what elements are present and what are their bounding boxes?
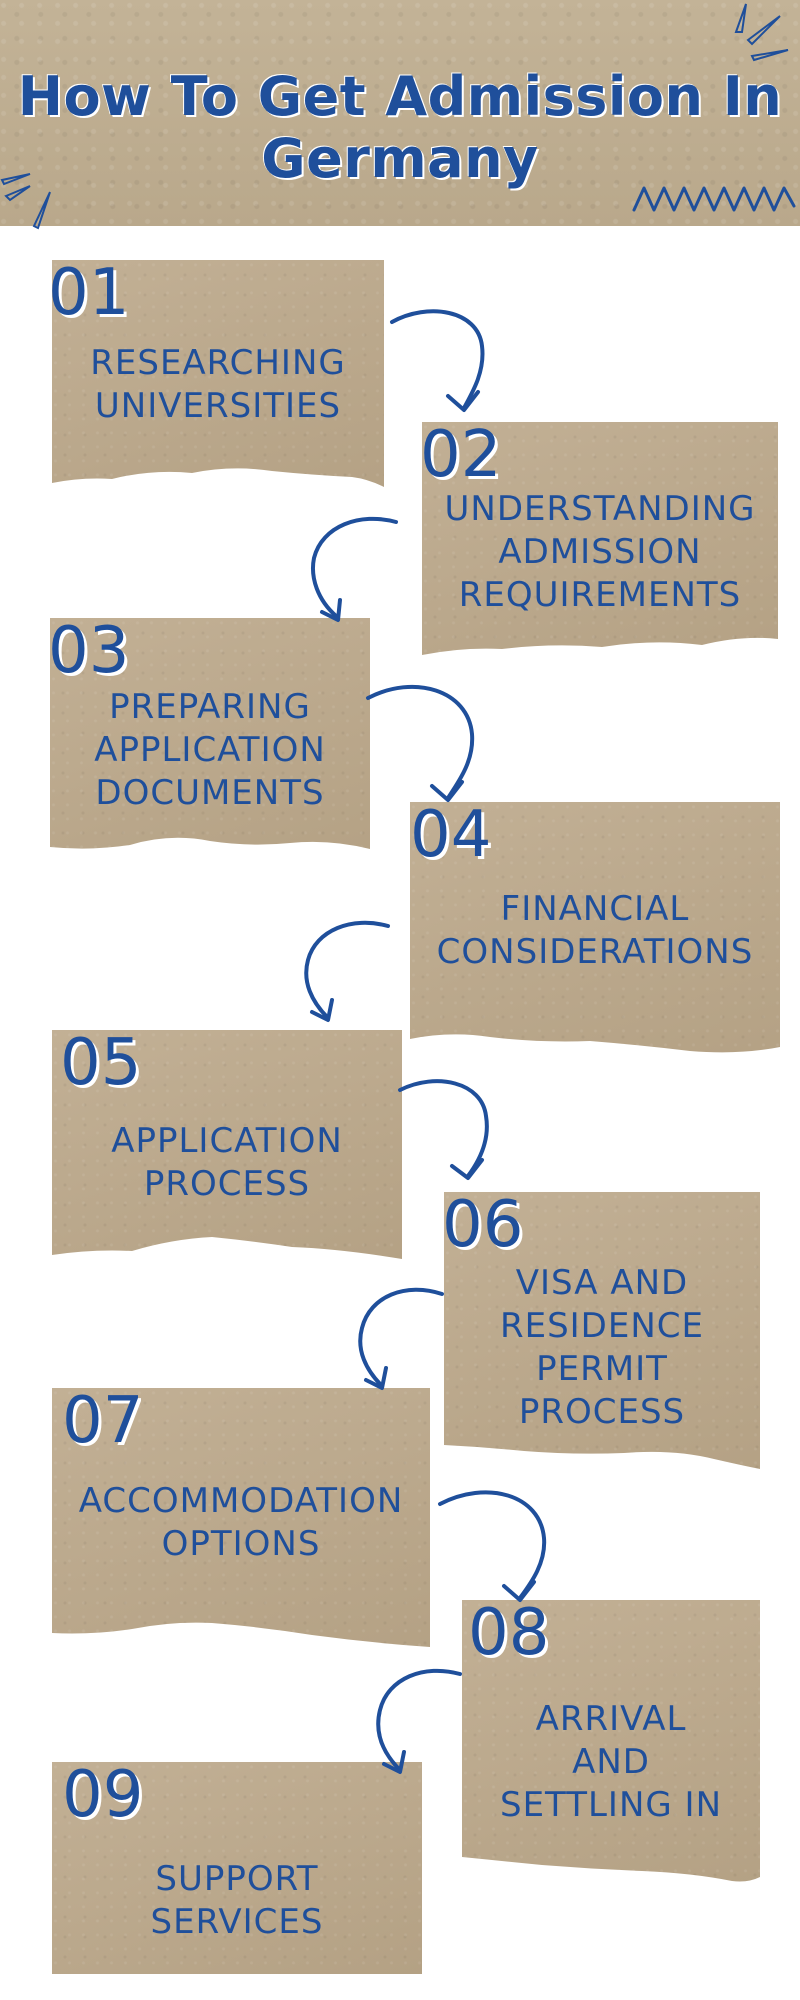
step-card-05: 05 APPLICATION PROCESS [52, 1026, 402, 1271]
step-label: PREPARING APPLICATION DOCUMENTS [50, 686, 370, 815]
step-label-line: FINANCIAL [500, 889, 690, 929]
step-card-09: 09 SUPPORT SERVICES [52, 1758, 422, 1974]
step-label-line: PROCESS [143, 1164, 311, 1204]
step-number: 04 [410, 798, 492, 872]
step-label: VISA AND RESIDENCE PERMIT PROCESS [444, 1262, 760, 1434]
step-label-line: AND [572, 1742, 650, 1782]
step-number: 02 [420, 418, 502, 492]
step-number: 06 [442, 1188, 524, 1262]
step-label-line: REQUIREMENTS [458, 575, 742, 615]
step-label: UNDERSTANDING ADMISSION REQUIREMENTS [422, 488, 778, 617]
curved-arrow-icon [398, 1079, 489, 1180]
step-label: APPLICATION PROCESS [52, 1120, 402, 1206]
step-label-line: VISA AND [515, 1263, 689, 1303]
step-label: SUPPORT SERVICES [52, 1858, 422, 1944]
step-label-line: SUPPORT [155, 1859, 319, 1899]
step-label-line: APPLICATION [111, 1121, 343, 1161]
torn-edge [50, 837, 370, 869]
step-label-line: APPLICATION [94, 730, 326, 770]
step-card-02: 02 UNDERSTANDING ADMISSION REQUIREMENTS [420, 418, 778, 663]
step-number: 03 [48, 614, 130, 688]
step-card-07: 07 ACCOMMODATION OPTIONS [52, 1384, 430, 1657]
torn-edge [52, 468, 384, 501]
page-title: How To Get Admission In Germany [0, 66, 800, 190]
step-label-line: UNDERSTANDING [444, 489, 756, 529]
torn-edge [462, 1857, 760, 1891]
step-label-line: CONSIDERATIONS [436, 932, 754, 972]
torn-edge [52, 1622, 430, 1657]
curved-arrow-icon [390, 309, 485, 412]
step-number: 08 [468, 1596, 550, 1670]
zigzag-icon [632, 186, 796, 212]
step-number: 01 [48, 256, 130, 330]
step-label-line: SERVICES [150, 1902, 324, 1942]
step-card-06: 06 VISA AND RESIDENCE PERMIT PROCESS [442, 1188, 760, 1483]
step-label: ACCOMMODATION OPTIONS [52, 1480, 430, 1566]
curved-arrow-icon [311, 516, 398, 622]
step-label-line: PREPARING [109, 687, 311, 727]
step-card-03: 03 PREPARING APPLICATION DOCUMENTS [48, 614, 370, 869]
step-label: FINANCIAL CONSIDERATIONS [410, 888, 780, 974]
curved-arrow-icon [358, 1287, 444, 1390]
curved-arrow-icon [376, 1668, 462, 1774]
decorative-strokes-icon [0, 173, 51, 230]
step-label-line: OPTIONS [161, 1524, 321, 1564]
step-label-line: PERMIT [536, 1349, 668, 1389]
step-label-line: DOCUMENTS [95, 773, 325, 813]
torn-edge [444, 1445, 760, 1483]
step-card-08: 08 ARRIVAL AND SETTLING IN [462, 1596, 760, 1891]
step-label-line: ARRIVAL [535, 1699, 687, 1739]
step-label-line: PROCESS [518, 1392, 686, 1432]
step-card-04: 04 FINANCIAL CONSIDERATIONS [410, 798, 780, 1065]
curved-arrow-icon [366, 684, 475, 802]
page-title-line-1: How To Get Admission In [17, 65, 783, 128]
step-label-line: ACCOMMODATION [78, 1481, 404, 1521]
step-number: 05 [60, 1026, 142, 1100]
torn-edge [52, 1237, 402, 1271]
step-label: RESEARCHING UNIVERSITIES [52, 342, 384, 428]
torn-edge [422, 637, 778, 663]
step-label-line: ADMISSION [498, 532, 702, 572]
page-title-line-2: Germany [261, 127, 539, 190]
step-number: 07 [62, 1384, 144, 1458]
step-label: ARRIVAL AND SETTLING IN [462, 1698, 760, 1827]
header-banner: How To Get Admission In Germany [0, 0, 800, 230]
curved-arrow-icon [438, 1490, 547, 1602]
step-label-line: SETTLING IN [499, 1785, 723, 1825]
decorative-strokes-icon [734, 3, 789, 62]
curved-arrow-icon [304, 920, 390, 1022]
step-label-line: UNIVERSITIES [94, 386, 342, 426]
step-number: 09 [62, 1758, 144, 1832]
torn-edge [410, 1034, 780, 1065]
step-label-line: RESEARCHING [90, 343, 346, 383]
step-card-01: 01 RESEARCHING UNIVERSITIES [48, 258, 384, 501]
step-label-line: RESIDENCE [499, 1306, 705, 1346]
